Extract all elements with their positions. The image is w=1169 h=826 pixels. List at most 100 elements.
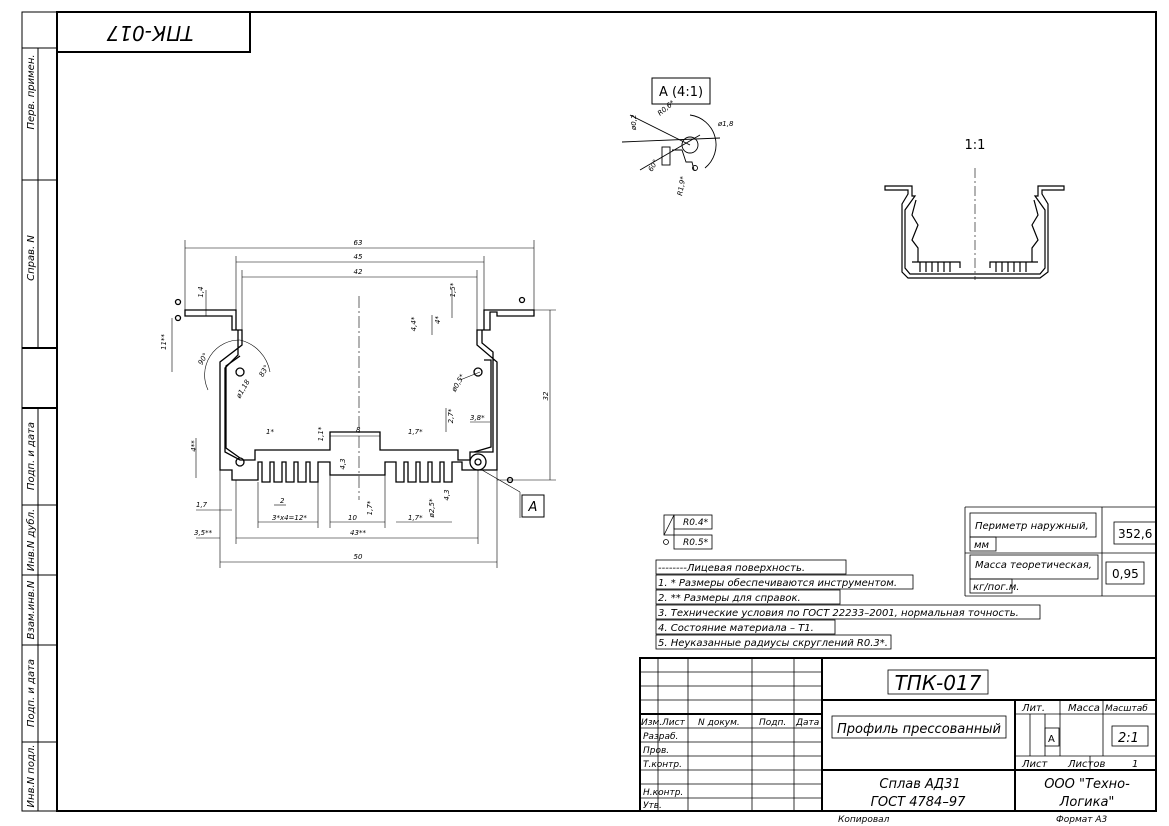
dim-1-1: 1,1* (317, 426, 325, 441)
outer-frame (21, 11, 1157, 812)
title-sheet: Лист (1021, 759, 1049, 770)
detail-view (621, 114, 721, 171)
detail-label: А (4:1) (659, 85, 703, 100)
detail-dim: R1,9* (676, 175, 687, 196)
role-tkontr: Т.контр. (643, 760, 682, 770)
dim-4-4: 4,4* (410, 316, 418, 331)
role-prov: Пров. (643, 746, 669, 756)
dim-10: 10 (348, 514, 357, 522)
dim-2-5: ø2,5* (428, 498, 436, 518)
dim-11: 11** (160, 334, 168, 350)
dim-2: 2 (280, 497, 285, 505)
note-0: --------Лицевая поверхность. (658, 563, 805, 574)
margin-label: Перв. примен. (26, 54, 37, 129)
company-2: Логика" (1059, 795, 1115, 810)
margin-label: Справ. N (26, 235, 37, 281)
margin-label: Инв.N подл. (26, 745, 37, 808)
detail-dim: 60° (647, 158, 660, 173)
note-5: 5. Неуказанные радиусы скруглений R0.3*. (658, 638, 888, 649)
note-3: 3. Технические условия по ГОСТ 22233–200… (658, 608, 1019, 619)
section-marker-box (521, 494, 545, 518)
col-ndoc: N докум. (698, 718, 740, 728)
profile-small-view (884, 185, 1065, 279)
col-data: Дата (795, 718, 819, 728)
dim-4: 4** (190, 440, 198, 452)
dim-3-8: 3,8* (470, 414, 485, 422)
role-nkontr: Н.контр. (643, 788, 683, 798)
format-label: Формат А3 (1056, 815, 1108, 825)
section-marker: А (528, 500, 538, 515)
scale-view-label: 1:1 (965, 138, 986, 153)
notes-block: --------Лицевая поверхность. 1. * Размер… (655, 559, 1041, 650)
top-code-text: ТПК-017 (106, 21, 193, 45)
role-razrab: Разраб. (643, 732, 678, 742)
dim-83: 83° (258, 364, 271, 379)
dim-63: 63 (354, 239, 363, 247)
roughness-block (663, 514, 713, 550)
dim-4b: 4* (434, 316, 442, 324)
perimeter-unit: мм (974, 540, 990, 551)
title-block (639, 657, 1157, 812)
col-podp: Подп. (759, 718, 786, 728)
role-utv: Утв. (643, 801, 662, 811)
dim-4-3: 4,3 (339, 458, 347, 469)
dim-1-5: 1,5* (449, 282, 457, 297)
top-code-box (56, 11, 251, 53)
dim-3-5: 3,5** (194, 529, 213, 537)
note-1: 1. * Размеры обеспечиваются инструментом… (658, 577, 897, 589)
margin-label: Инв.N дубл. (25, 509, 37, 571)
dim-1: 1* (266, 428, 274, 436)
title-sheets: Листов (1067, 759, 1105, 770)
material-1: Сплав АД31 (879, 777, 960, 792)
material-2: ГОСТ 4784–97 (871, 795, 966, 810)
perimeter-label: Периметр наружный, (975, 521, 1089, 532)
side-margin: Перв. примен. Справ. N Подп. и дата Инв.… (22, 47, 57, 811)
margin-label: Подп. и дата (26, 659, 37, 727)
dim-45: 45 (354, 253, 363, 261)
detail-dim: R0,6* (656, 99, 676, 118)
profile-main-view (174, 296, 535, 484)
properties-table (964, 506, 1157, 597)
title-scale: 2:1 (1118, 731, 1139, 746)
dim-1-7d: 1,7* (408, 428, 423, 436)
dim-1-18: ø1,18 (234, 378, 252, 401)
dim-43: 43** (350, 529, 366, 537)
detail-dim: ø1,8 (717, 120, 734, 128)
dimension-lines (171, 240, 556, 568)
dim-2-7: 2,7* (447, 408, 455, 423)
title-lit: Лит. (1021, 703, 1045, 714)
dim-90: 90° (197, 352, 210, 367)
copied-label: Копировал (838, 815, 890, 825)
dim-32: 32 (542, 391, 550, 400)
dim-50: 50 (354, 553, 363, 561)
title-masshtab: Масштаб (1105, 704, 1148, 714)
company-1: ООО "Техно- (1044, 777, 1130, 792)
roughness-1: R0.4* (683, 518, 709, 528)
dim-1-7b: 1,7* (366, 500, 374, 515)
dim-8: 8 (356, 426, 361, 434)
note-4: 4. Состояние материала – Т1. (658, 623, 814, 634)
dim-4-3b: 4,3 (443, 489, 451, 500)
col-list: Лист (661, 718, 686, 728)
roughness-2: R0.5* (683, 538, 709, 548)
dim-1-4: 1,4 (197, 286, 205, 297)
dim-42: 42 (354, 268, 363, 276)
margin-label: Подп. и дата (26, 422, 37, 490)
note-2: 2. ** Размеры для справок. (658, 593, 801, 604)
mass-unit: кг/пог.м. (973, 582, 1019, 593)
dim-1-7: 1,7 (196, 501, 208, 509)
title-sheets-count: 1 (1132, 759, 1138, 770)
title-name: Профиль прессованный (837, 722, 1001, 737)
title-letter: А (1048, 734, 1055, 745)
inner-frame (56, 11, 1157, 812)
margin-label: Взам.инв.N (26, 580, 37, 639)
title-code: ТПК-017 (895, 671, 982, 695)
perimeter-value: 352,6 (1118, 527, 1152, 541)
title-massa: Масса (1068, 703, 1100, 714)
dim-0-5: ø0,5* (450, 372, 467, 394)
mass-value: 0,95 (1112, 567, 1139, 581)
col-izm: Изм. (641, 718, 662, 728)
detail-dim: ø0,2 (630, 114, 638, 131)
dim-3x4: 3*x4=12* (272, 514, 307, 522)
